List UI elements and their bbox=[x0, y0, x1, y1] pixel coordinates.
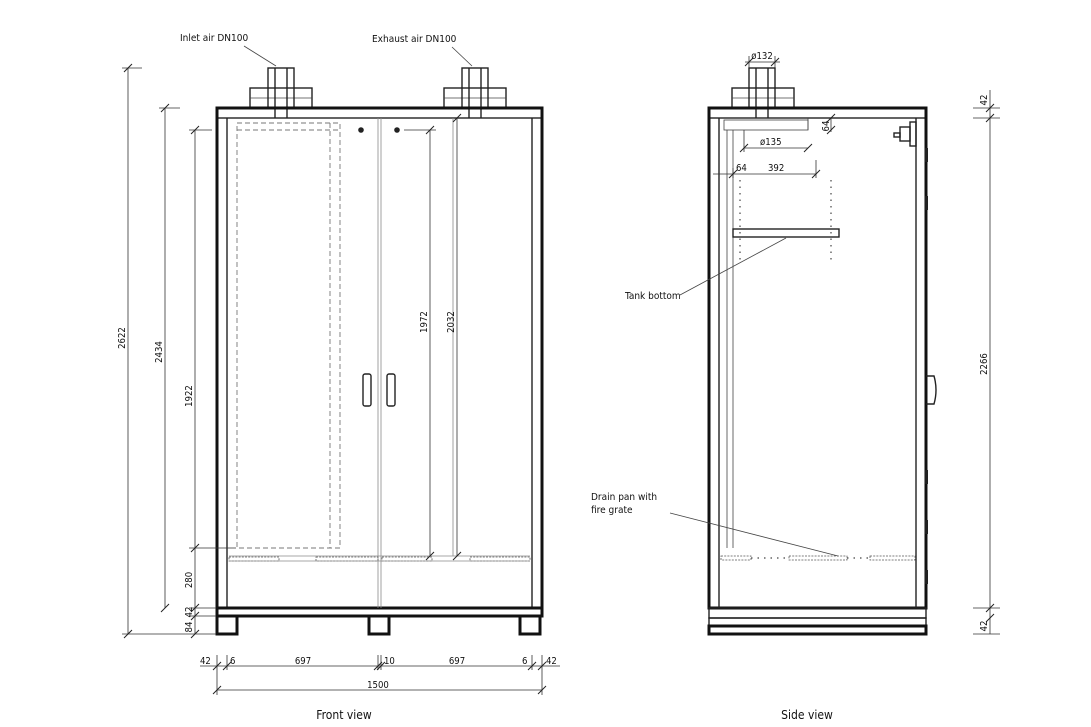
dim-w-42-left: 42 bbox=[200, 656, 211, 667]
side-duct bbox=[731, 67, 795, 118]
door-handle-left bbox=[362, 373, 372, 407]
side-handle bbox=[926, 375, 937, 405]
dim-64: 64 bbox=[736, 163, 747, 174]
dim-42-bottom-side: 42 bbox=[979, 621, 990, 632]
cabinet-front bbox=[215, 106, 544, 636]
front-view: Inlet air DN100 Exhaust air DN100 bbox=[117, 33, 560, 722]
exhaust-air-duct bbox=[443, 67, 507, 118]
door-handle-right bbox=[386, 373, 396, 407]
foot-right bbox=[518, 614, 542, 636]
dim-2434: 2434 bbox=[154, 341, 165, 363]
front-horizontal-dims bbox=[200, 655, 560, 695]
tank-bottom-label: Tank bottom bbox=[624, 291, 681, 302]
foot-middle bbox=[367, 614, 391, 636]
inlet-air-label: Inlet air DN100 bbox=[180, 33, 248, 44]
dim-2622: 2622 bbox=[117, 327, 128, 349]
dim-w-697-right: 697 bbox=[449, 656, 465, 667]
valve-fitting bbox=[899, 126, 911, 142]
dim-2266: 2266 bbox=[979, 353, 990, 375]
tank-bottom-plate bbox=[732, 228, 840, 238]
dim-280: 280 bbox=[184, 572, 195, 588]
dim-d132: ø132 bbox=[751, 51, 773, 62]
dim-84: 84 bbox=[184, 622, 195, 633]
dim-d135: ø135 bbox=[760, 137, 782, 148]
lock-right-icon bbox=[394, 127, 400, 133]
dim-1922: 1922 bbox=[184, 385, 195, 407]
dim-42-bottom: 42 bbox=[184, 607, 195, 618]
side-view-caption: Side view bbox=[781, 708, 833, 722]
inlet-air-duct bbox=[249, 67, 313, 118]
foot-left bbox=[215, 614, 239, 636]
dim-w-697-left: 697 bbox=[295, 656, 311, 667]
dim-w-42-right: 42 bbox=[546, 656, 557, 667]
tank-outline bbox=[236, 122, 341, 549]
dim-total-width: 1500 bbox=[367, 680, 389, 691]
dim-w-6-right: 6 bbox=[522, 656, 527, 667]
front-vertical-dims bbox=[122, 63, 462, 639]
exhaust-air-label: Exhaust air DN100 bbox=[372, 34, 457, 45]
dim-2032: 2032 bbox=[446, 311, 457, 333]
drain-pan-label-1: Drain pan with bbox=[591, 492, 657, 503]
dim-w-10: 10 bbox=[384, 656, 395, 667]
drain-pan-label-2: fire grate bbox=[591, 505, 633, 516]
front-view-caption: Front view bbox=[316, 708, 372, 722]
lock-left-icon bbox=[358, 127, 364, 133]
dim-392: 392 bbox=[768, 163, 784, 174]
side-view: Tank bottom Drain pan with fire grate bbox=[591, 51, 1000, 722]
cabinet-side bbox=[707, 106, 937, 636]
dim-64-top: 64 bbox=[821, 121, 832, 132]
dim-1972: 1972 bbox=[419, 311, 430, 333]
dim-w-6-left: 6 bbox=[230, 656, 235, 667]
dim-42-top: 42 bbox=[979, 95, 990, 106]
side-dims bbox=[713, 56, 1000, 635]
